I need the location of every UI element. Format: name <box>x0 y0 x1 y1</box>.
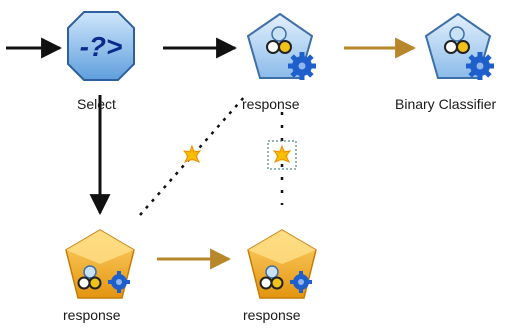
node-label-binary-classifier: Binary Classifier <box>395 96 497 112</box>
response-nugget-node-right[interactable] <box>247 229 317 299</box>
gear-icon <box>288 52 316 80</box>
node-label-response-bottom-right: response <box>243 307 301 323</box>
gear-icon <box>290 271 312 293</box>
select-node[interactable]: -?> <box>67 11 135 81</box>
node-label-response-bottom-left: response <box>63 307 121 323</box>
binary-classifier-node[interactable] <box>424 12 494 80</box>
star-icon[interactable] <box>272 144 292 163</box>
node-label-response-top: response <box>242 96 300 112</box>
select-glyph: -?> <box>80 31 123 62</box>
gear-icon <box>466 52 494 80</box>
response-nugget-node-left[interactable] <box>65 229 135 299</box>
gear-icon <box>108 271 130 293</box>
node-label-select: Select <box>77 96 116 112</box>
select-node-icon[interactable] <box>67 11 135 81</box>
response-model-node[interactable] <box>246 12 316 80</box>
star-selection-box[interactable] <box>267 140 297 170</box>
star-icon[interactable] <box>182 144 202 163</box>
